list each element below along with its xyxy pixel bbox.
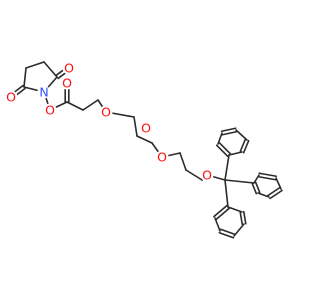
atom-label-background (99, 105, 113, 119)
atom-o: O (43, 103, 57, 118)
single-bond (257, 192, 270, 198)
double-bond-line (242, 139, 250, 154)
single-bond (185, 169, 203, 181)
atom-o: O (60, 76, 74, 91)
single-bond (217, 132, 223, 145)
bond-layer (9, 61, 283, 239)
atom-label-o: O (157, 150, 167, 165)
atom-n: N (37, 85, 51, 100)
double-bond-line (239, 138, 247, 153)
double-bond-line (242, 210, 247, 225)
double-bond-line (219, 228, 236, 236)
single-bond (224, 179, 229, 208)
atom-label-o: O (45, 103, 55, 118)
single-bond (228, 151, 243, 156)
single-bond (233, 223, 245, 237)
atom-o: O (62, 61, 76, 76)
double-bond-line (239, 211, 244, 226)
double-bond-line (251, 182, 258, 195)
atom-label-background (37, 85, 51, 99)
atom-o: O (200, 168, 214, 183)
atom-label-background (60, 76, 74, 90)
atom-o: O (139, 121, 153, 136)
double-bond-line (220, 127, 237, 133)
atom-label-o: O (202, 168, 212, 183)
double-bond-line (218, 231, 235, 239)
single-bond (227, 206, 243, 213)
single-bond (25, 61, 45, 69)
double-bond-line (258, 172, 278, 178)
single-bond (214, 217, 221, 232)
single-bond (179, 152, 187, 171)
atom-label-background (4, 90, 18, 104)
double-bond-line (269, 189, 283, 200)
single-bond (66, 101, 84, 111)
atom-label-o: O (101, 105, 111, 120)
atom-label-o: O (6, 90, 16, 105)
atom-label-background (43, 103, 57, 117)
double-bond-line (221, 130, 238, 136)
atom-label-background (62, 61, 76, 75)
single-bond (136, 135, 153, 144)
single-bond (235, 129, 248, 141)
single-bond (224, 154, 230, 181)
atom-label-o: O (64, 61, 74, 76)
single-bond (23, 67, 27, 88)
atom-label-background (200, 168, 214, 182)
atom-label-o: O (62, 76, 72, 91)
single-bond (43, 61, 58, 78)
single-bond (82, 99, 99, 111)
double-bond-line (215, 207, 230, 221)
double-bond-line (267, 186, 281, 197)
single-bond (224, 179, 255, 184)
atom-o: O (155, 150, 169, 165)
atom-label-n: N (39, 85, 48, 100)
atom-o: O (4, 90, 18, 105)
double-bond-line (218, 141, 232, 155)
single-bond (133, 116, 138, 137)
double-bond-line (215, 144, 229, 158)
atom-label-background (155, 150, 169, 164)
double-bond-line (254, 181, 261, 194)
atom-label-background (139, 121, 153, 135)
double-bond-line (213, 204, 228, 218)
double-bond-line (257, 175, 277, 181)
atom-label-o: O (141, 121, 151, 136)
atom-o: O (99, 105, 113, 120)
